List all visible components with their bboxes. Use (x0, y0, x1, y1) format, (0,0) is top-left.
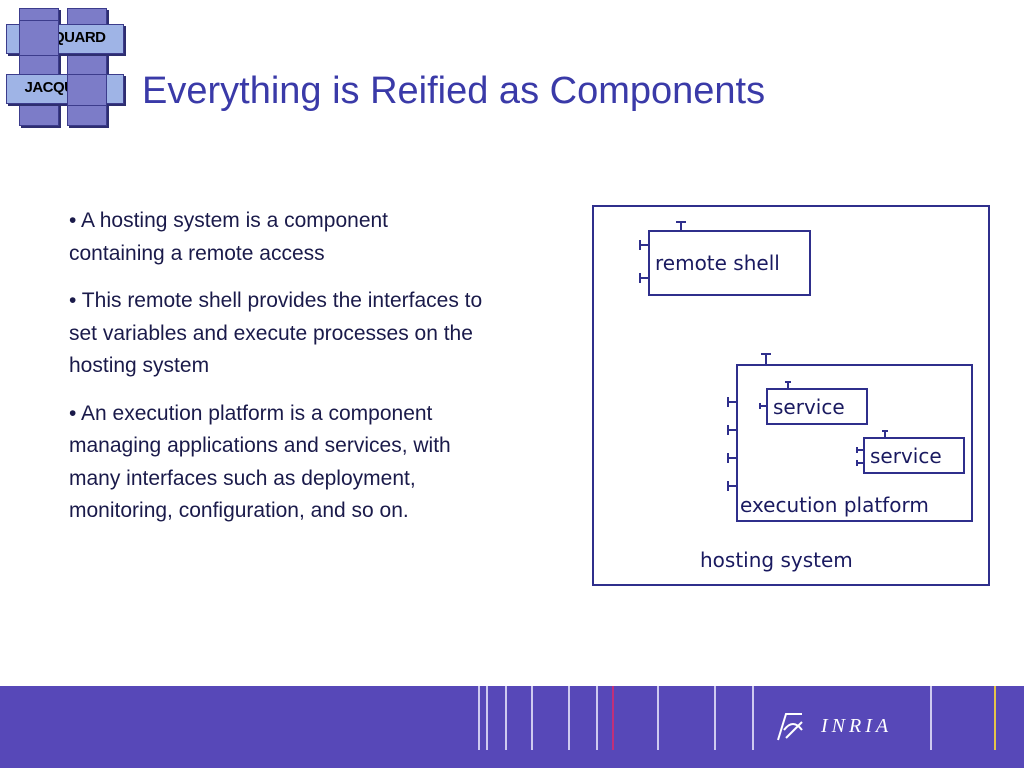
bullet-item: • An execution platform is a component m… (69, 401, 451, 523)
remote-shell-label: remote shell (655, 251, 780, 275)
interface-connectors (639, 221, 888, 491)
execution-platform-label: execution platform (740, 493, 929, 517)
remote-shell-box (648, 230, 811, 296)
footer-stripe (752, 686, 754, 750)
inria-mark-icon (777, 713, 803, 741)
footer-stripe (612, 686, 614, 750)
footer-bar (0, 686, 1024, 768)
logo-weave-1 (19, 20, 59, 56)
service-box-1 (766, 388, 868, 425)
hosting-system-label: hosting system (700, 548, 853, 572)
page-title: Everything is Reified as Components (142, 70, 766, 112)
service-box-2 (863, 437, 965, 474)
service-label-2: service (870, 444, 942, 468)
footer-stripe (568, 686, 570, 750)
bullet-item: • A hosting system is a component contai… (69, 209, 389, 265)
service-label-1: service (773, 395, 845, 419)
bullet-item: • This remote shell provides the interfa… (69, 289, 483, 377)
footer-stripe (486, 686, 488, 750)
footer-stripe (531, 686, 533, 750)
footer-stripe (994, 686, 996, 750)
footer-stripe (714, 686, 716, 750)
jacquard-logo: JACQUARD JACQUARD (0, 0, 135, 135)
footer-stripe (478, 686, 480, 750)
footer-stripe (505, 686, 507, 750)
footer-stripe (596, 686, 598, 750)
inria-logo: INRIA (772, 708, 892, 744)
bullet-list: • A hosting system is a component contai… (69, 205, 489, 543)
logo-weave-2 (67, 74, 107, 106)
footer-stripe (657, 686, 659, 750)
footer-stripe (930, 686, 932, 750)
inria-wordmark: INRIA (821, 714, 893, 737)
component-diagram: remote shell service service execution p… (592, 205, 990, 586)
